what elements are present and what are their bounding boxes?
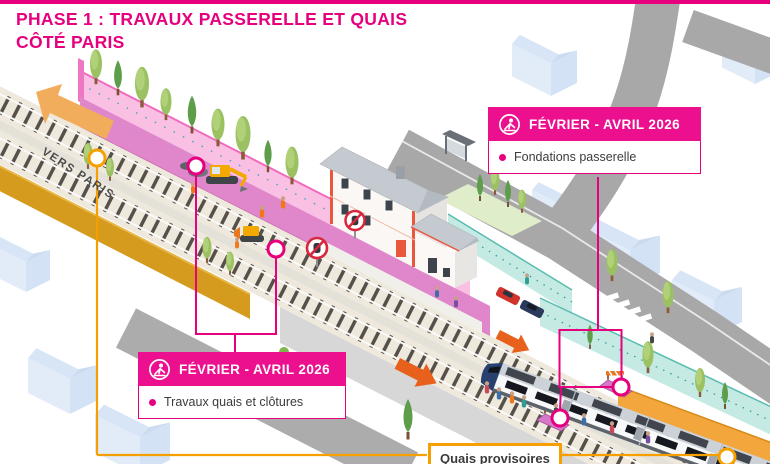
bullet-dot (499, 153, 506, 161)
connector-magenta-endpoint (186, 156, 206, 176)
callout-label: Quais provisoires (440, 451, 550, 464)
temporary-platform-east (617, 385, 770, 464)
vers-paris-arrow (36, 84, 114, 139)
station-walkway (318, 238, 482, 334)
callout-item-label: Travaux quais et clôtures (164, 395, 304, 409)
worker-digging-icon (499, 113, 520, 135)
parked-cars (495, 286, 545, 319)
page-title-line2: CÔTÉ PARIS (16, 32, 125, 53)
callout-quais-provisoires: Quais provisoires (428, 443, 562, 464)
callout-item: Fondations passerelle (488, 141, 701, 174)
callout-header: FÉVRIER - AVRIL 2026 (488, 107, 701, 141)
connector-orange-endpoint (87, 148, 107, 168)
connector-magenta-passerelle (558, 177, 623, 411)
connector-magenta-quais (195, 166, 277, 353)
bulldozer (234, 226, 264, 242)
connector-orange-endpoint (717, 447, 737, 464)
bus-shelter (442, 130, 476, 161)
road-branch-north (548, 0, 681, 240)
callout-travaux-quais: FÉVRIER - AVRIL 2026 Travaux quais et cl… (138, 352, 346, 419)
connector-orange (95, 158, 727, 457)
page-title: PHASE 1 : TRAVAUX PASSERELLE ET QUAIS CÔ… (16, 8, 636, 54)
worker-digging-icon (149, 358, 170, 380)
callout-item: Travaux quais et clôtures (138, 386, 346, 419)
connector-magenta-endpoint (611, 377, 631, 397)
station-building (319, 146, 479, 288)
callout-item-label: Fondations passerelle (514, 150, 637, 164)
top-accent-bar (0, 0, 770, 4)
callout-period: FÉVRIER - AVRIL 2026 (179, 361, 331, 377)
platforms (0, 165, 589, 464)
callout-fondations-passerelle: FÉVRIER - AVRIL 2026 Fondations passerel… (488, 107, 701, 174)
callout-period: FÉVRIER - AVRIL 2026 (529, 116, 681, 132)
station-platform (280, 307, 589, 464)
road-fork-east (682, 10, 770, 74)
callout-header: FÉVRIER - AVRIL 2026 (138, 352, 346, 386)
park-square (438, 184, 542, 236)
temporary-platform-west (0, 166, 250, 319)
connectors (87, 148, 737, 464)
connector-magenta-endpoint (550, 408, 570, 428)
crosswalk (592, 292, 653, 327)
connector-magenta-endpoint (266, 239, 286, 259)
page-title-line1: PHASE 1 : TRAVAUX PASSERELLE ET QUAIS (16, 9, 408, 29)
bullet-dot (149, 398, 156, 406)
station-door (396, 240, 406, 257)
